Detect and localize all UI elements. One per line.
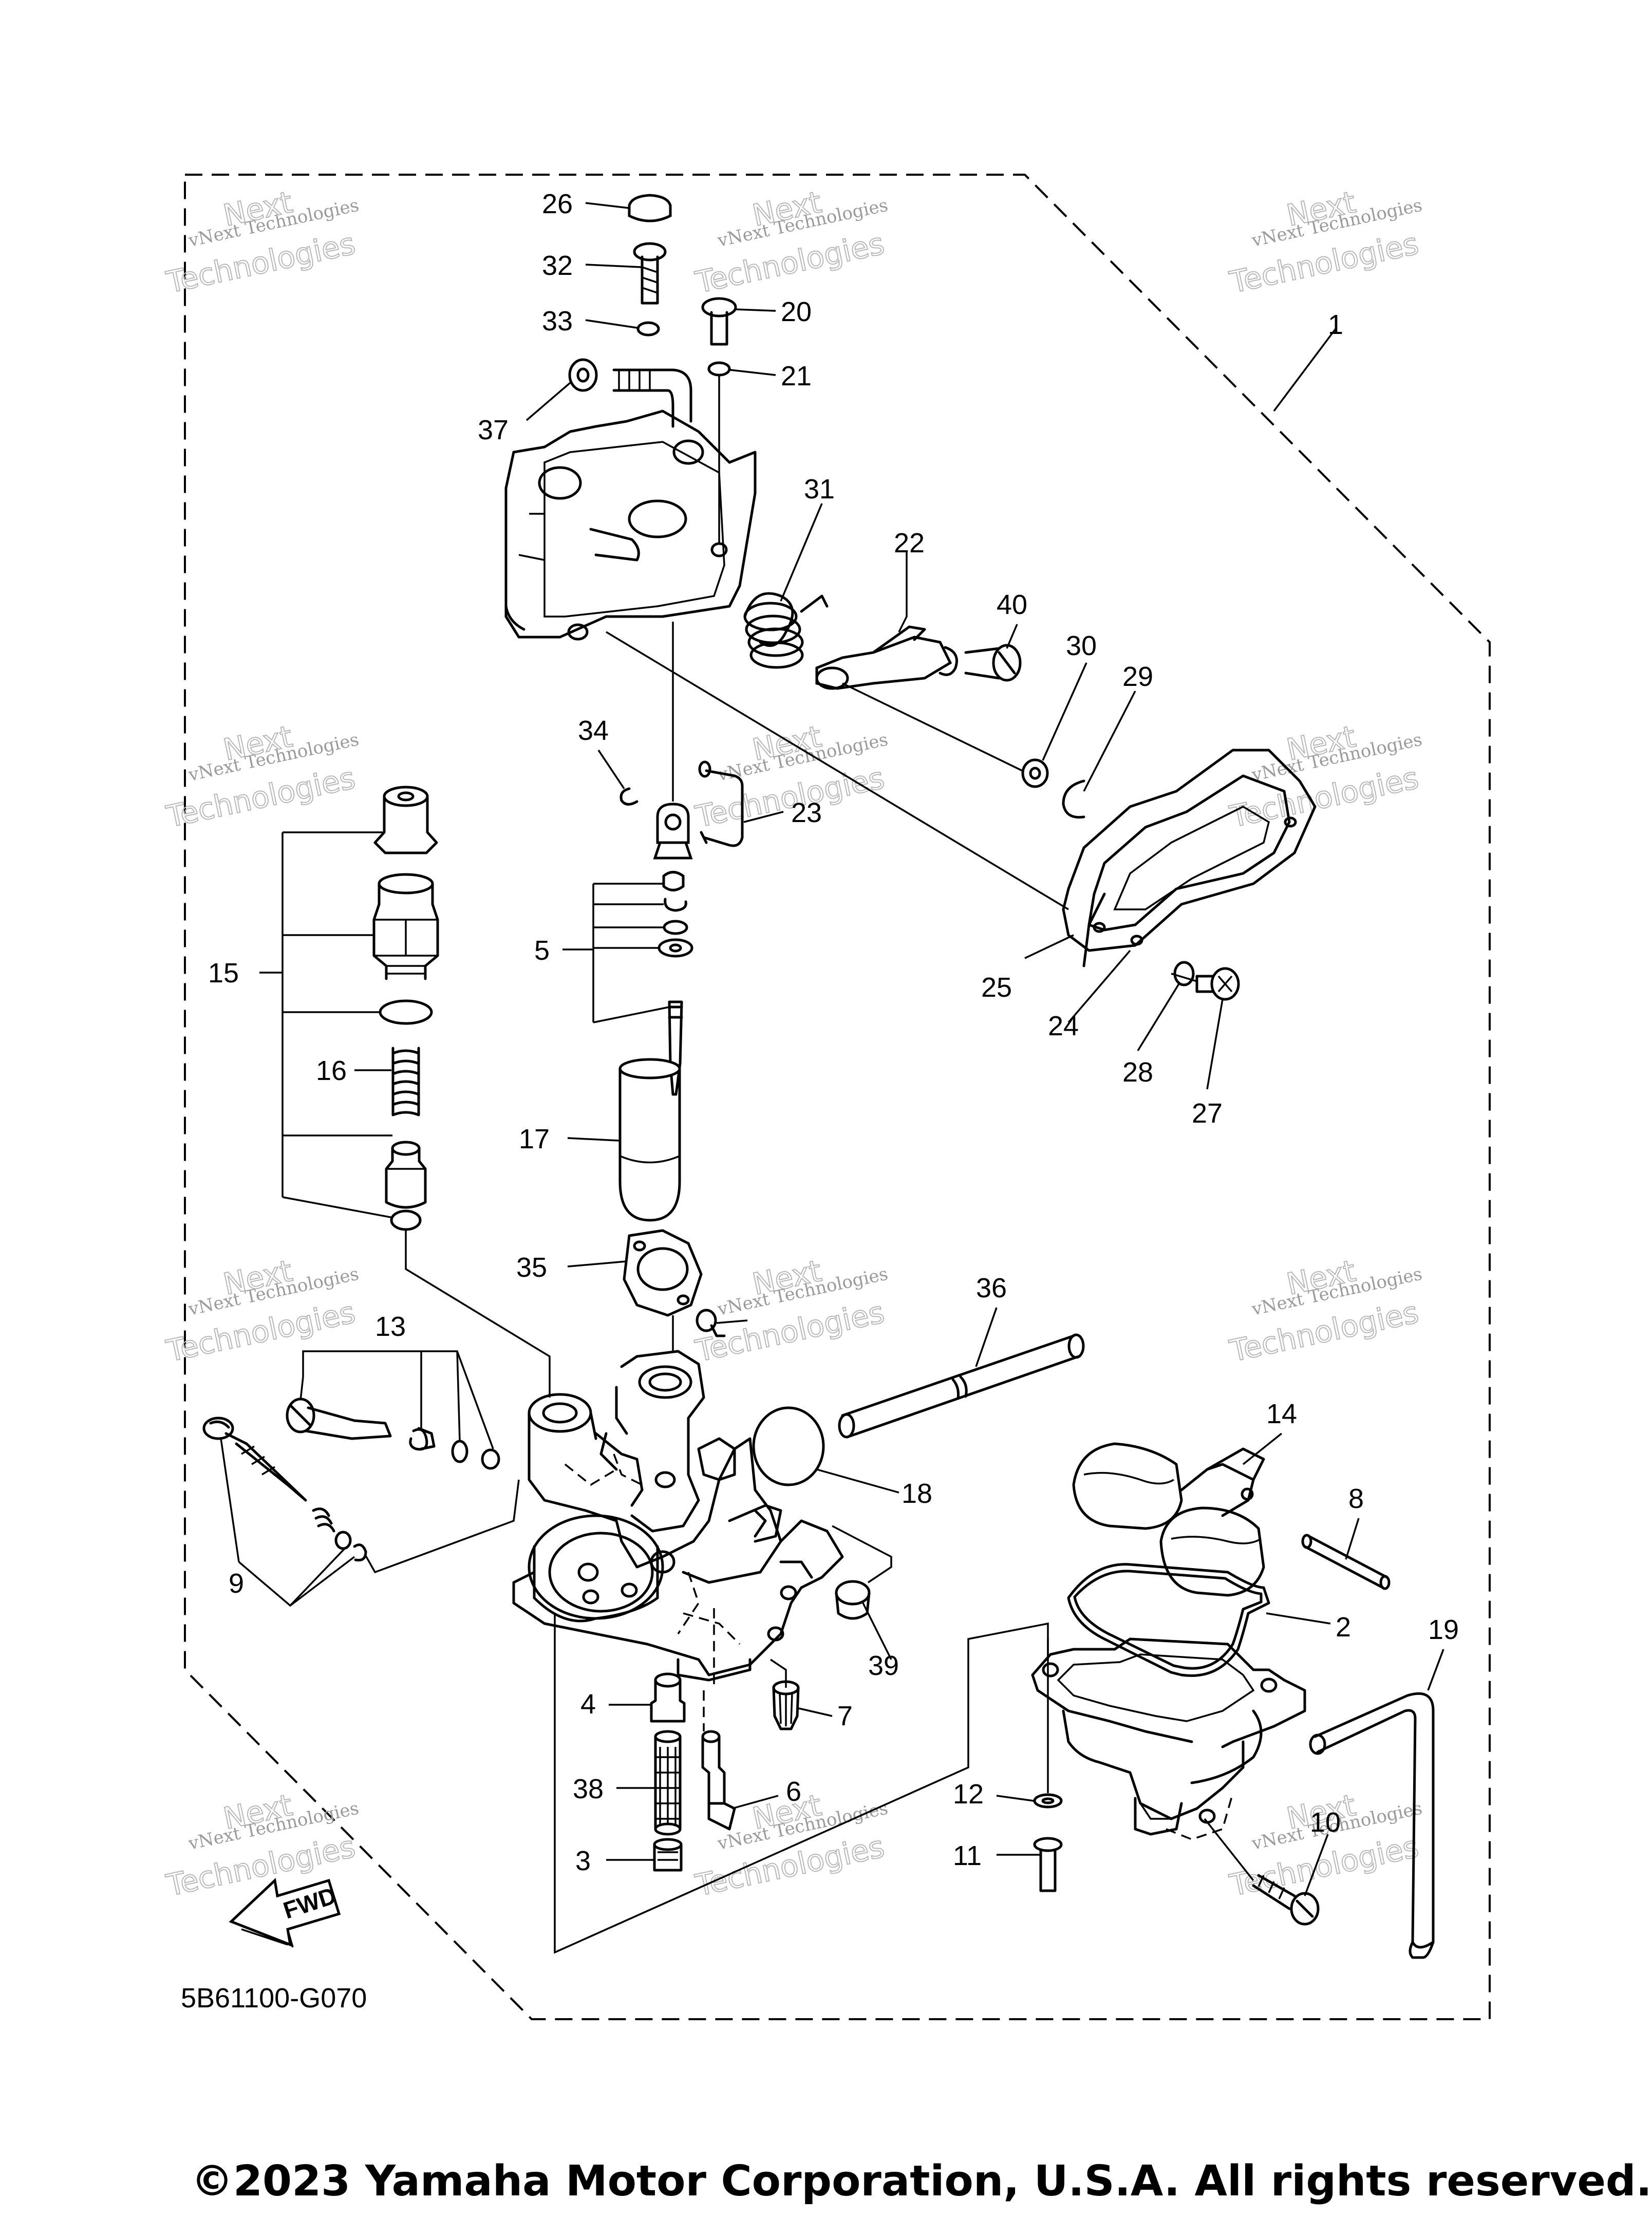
callout-24: 24 bbox=[1048, 1011, 1079, 1041]
callout-25: 25 bbox=[981, 972, 1012, 1003]
callout-1: 1 bbox=[1328, 309, 1343, 340]
callout-7: 7 bbox=[837, 1701, 853, 1731]
jet-needle-assembly bbox=[620, 760, 744, 1096]
callout-31: 31 bbox=[804, 474, 835, 505]
drain-pipe bbox=[838, 1333, 1085, 1439]
callout-17: 17 bbox=[519, 1124, 550, 1154]
callout-12: 12 bbox=[953, 1779, 984, 1810]
callout-20: 20 bbox=[781, 296, 812, 327]
callout-33: 33 bbox=[542, 306, 573, 337]
callout-23: 23 bbox=[791, 797, 822, 828]
float-bowl-assembly bbox=[1031, 1442, 1435, 1959]
carburetor-body bbox=[512, 1350, 844, 1682]
callout-14: 14 bbox=[1266, 1399, 1297, 1429]
callout-18: 18 bbox=[902, 1478, 932, 1509]
callout-26: 26 bbox=[542, 189, 573, 219]
o-ring-18 bbox=[752, 1406, 825, 1486]
callout-13: 13 bbox=[375, 1311, 406, 1342]
callout-40: 40 bbox=[997, 589, 1027, 620]
callout-22: 22 bbox=[894, 528, 925, 558]
callout-6: 6 bbox=[786, 1776, 801, 1807]
callout-27: 27 bbox=[1192, 1098, 1223, 1129]
starter-plunger-assembly bbox=[372, 786, 439, 1231]
callout-16: 16 bbox=[316, 1055, 347, 1086]
callout-32: 32 bbox=[542, 250, 573, 281]
callout-38: 38 bbox=[573, 1774, 604, 1804]
callout-9: 9 bbox=[229, 1568, 244, 1599]
carburetor-top-cover bbox=[504, 194, 757, 641]
assembly-boundary bbox=[184, 174, 1491, 2020]
callout-4: 4 bbox=[580, 1689, 596, 1720]
callout-3: 3 bbox=[575, 1846, 591, 1876]
callout-10: 10 bbox=[1310, 1807, 1341, 1838]
callout-15: 15 bbox=[208, 958, 239, 989]
top-gasket bbox=[623, 1229, 703, 1317]
screw-41 bbox=[696, 1309, 726, 1337]
callout-11: 11 bbox=[953, 1840, 982, 1871]
forward-direction-arrow: FWD bbox=[229, 1877, 341, 1948]
watermark-group: vNext Technologies vNext Technologies vN… bbox=[163, 184, 1424, 1904]
callout-29: 29 bbox=[1122, 661, 1153, 692]
callout-34: 34 bbox=[578, 715, 609, 746]
callout-37: 37 bbox=[478, 415, 509, 445]
callout-39: 39 bbox=[868, 1650, 899, 1681]
callout-labels: 1 2 3 4 5 6 7 8 9 10 11 12 13 14 15 16 1… bbox=[208, 189, 1459, 1876]
callout-8: 8 bbox=[1348, 1483, 1364, 1514]
throttle-lever-assembly bbox=[743, 592, 1085, 819]
callout-28: 28 bbox=[1122, 1057, 1153, 1088]
diagram-code: 5B61100-G070 bbox=[181, 1983, 367, 2014]
cover-plate-assembly bbox=[1062, 749, 1317, 1001]
callout-5: 5 bbox=[534, 935, 550, 966]
copyright-notice: ©2023 Yamaha Motor Corporation, U.S.A. A… bbox=[191, 2157, 1652, 2206]
air-screw-assembly bbox=[202, 1417, 367, 1562]
carburetor-exploded-diagram: vNext Technologies vNext Technologies vN… bbox=[163, 174, 1491, 2020]
callout-35: 35 bbox=[516, 1252, 547, 1283]
throttle-valve bbox=[618, 1058, 681, 1222]
callout-36: 36 bbox=[976, 1273, 1007, 1303]
leader-lines bbox=[220, 202, 1444, 1954]
callout-19: 19 bbox=[1428, 1614, 1459, 1645]
callout-2: 2 bbox=[1336, 1612, 1351, 1643]
callout-21: 21 bbox=[781, 361, 812, 392]
callout-30: 30 bbox=[1066, 630, 1097, 661]
pilot-screw-assembly bbox=[286, 1398, 500, 1470]
